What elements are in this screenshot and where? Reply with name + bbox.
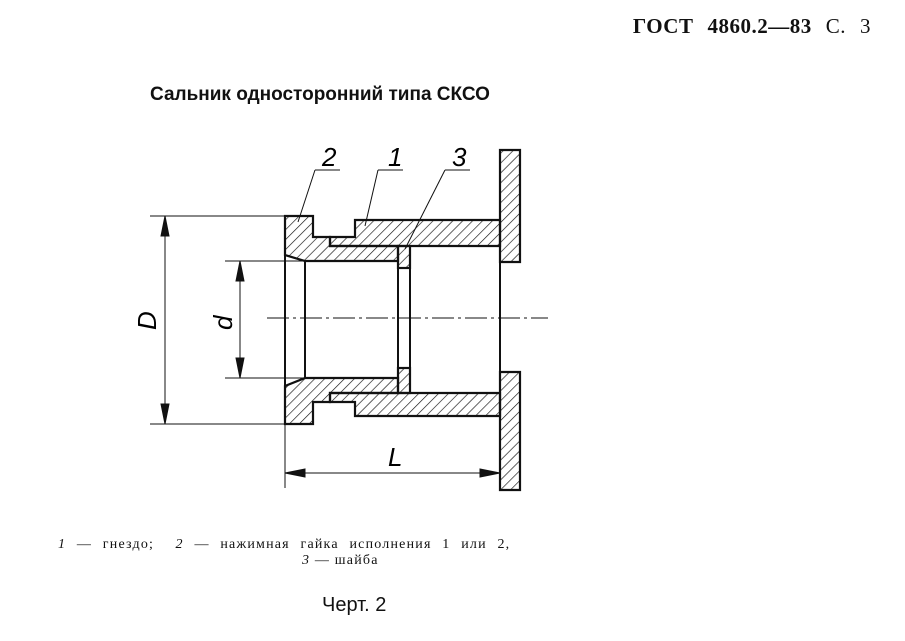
standard-label: ГОСТ bbox=[632, 14, 694, 38]
legend-num-1: 1 bbox=[58, 537, 67, 552]
washer-upper bbox=[396, 244, 412, 270]
dimension-L: L bbox=[388, 442, 402, 472]
page-label: С. bbox=[825, 14, 846, 38]
part-label-1: 1 bbox=[388, 142, 402, 172]
nut-upper bbox=[283, 214, 400, 263]
legend-line-1: 1 — гнездо; 2 — нажимная гайка исполнени… bbox=[58, 537, 510, 553]
standard-number: 4860.2—83 bbox=[707, 14, 812, 38]
page-number: 3 bbox=[860, 14, 871, 38]
wall-upper bbox=[498, 148, 522, 264]
figure-caption: Черт. 2 bbox=[322, 594, 387, 616]
washer-lower bbox=[396, 366, 412, 395]
legend-line-2: 3 — шайба bbox=[302, 553, 379, 569]
legend-num-2: 2 bbox=[175, 537, 184, 552]
part-label-3: 3 bbox=[452, 142, 467, 172]
legend-text-3: — шайба bbox=[314, 553, 379, 568]
legend-text-2: — нажимная гайка исполнения 1 или 2, bbox=[194, 537, 511, 552]
page-title: Сальник односторонний типа СКСО bbox=[150, 84, 490, 105]
wall-lower bbox=[498, 370, 522, 492]
page-header: ГОСТ 4860.2—83 С. 3 bbox=[619, 14, 871, 39]
dimension-D: D bbox=[132, 311, 162, 330]
nut-lower bbox=[283, 376, 400, 426]
socket-upper bbox=[328, 218, 502, 248]
dimension-d: d bbox=[208, 314, 238, 330]
part-label-2: 2 bbox=[321, 142, 337, 172]
legend-text-1: — гнездо; bbox=[76, 537, 155, 552]
legend-num-3: 3 bbox=[302, 553, 311, 568]
socket-lower bbox=[328, 391, 502, 418]
